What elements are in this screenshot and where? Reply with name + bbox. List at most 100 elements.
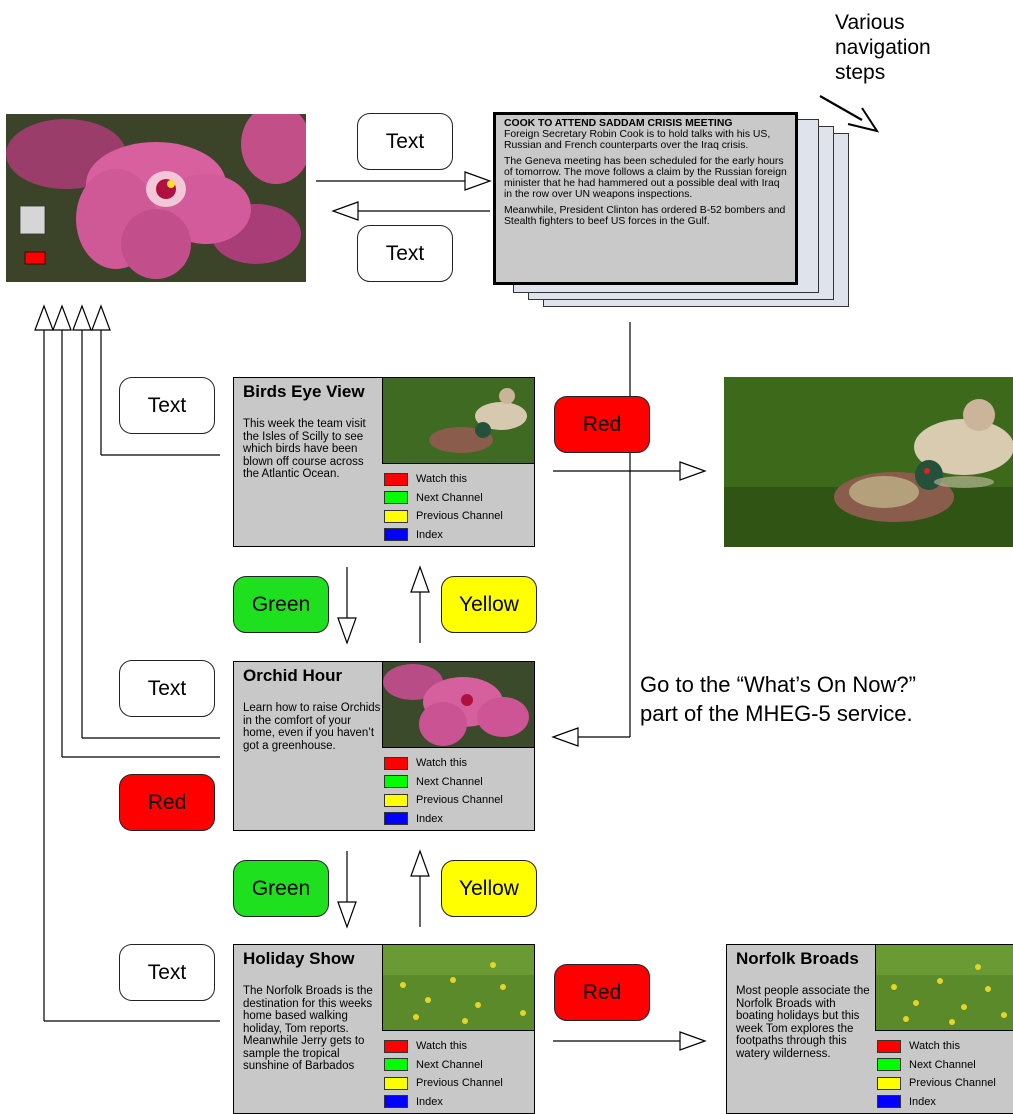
- panel-title: Holiday Show: [243, 949, 355, 968]
- blue-swatch-icon: [384, 1095, 408, 1109]
- menu-label: Next Channel: [909, 1058, 976, 1071]
- yellow-key[interactable]: Yellow: [441, 860, 537, 917]
- menu: Watch this Next Channel Previous Channel…: [384, 754, 503, 828]
- menu-label: Index: [909, 1095, 936, 1108]
- menu-label: Watch this: [416, 1040, 467, 1053]
- menu-label: Previous Channel: [416, 510, 503, 523]
- red-swatch-icon: [384, 1039, 408, 1053]
- note-line: navigation: [835, 36, 931, 59]
- menu: Watch this Next Channel Previous Channel…: [384, 470, 503, 544]
- red-swatch-icon: [877, 1039, 901, 1053]
- blue-swatch-icon: [384, 528, 408, 542]
- text-key-label: Text: [147, 676, 187, 700]
- red-key[interactable]: Red: [554, 964, 650, 1021]
- menu-item-previous-channel[interactable]: Previous Channel: [877, 1074, 996, 1093]
- duck-photo: [724, 377, 1013, 547]
- yellow-swatch-icon: [384, 509, 408, 523]
- red-key-label: Red: [147, 790, 187, 814]
- panel-holiday-show: Holiday Show The Norfolk Broads is the d…: [233, 944, 535, 1114]
- menu-label: Watch this: [416, 473, 467, 486]
- menu-item-watch[interactable]: Watch this: [384, 754, 503, 773]
- menu-label: Previous Channel: [416, 1077, 503, 1090]
- red-key[interactable]: Red: [554, 396, 650, 453]
- menu-item-index[interactable]: Index: [384, 810, 503, 829]
- yellow-swatch-icon: [877, 1076, 901, 1090]
- panel-description: Learn how to raise Orchids in the comfor…: [243, 702, 381, 752]
- menu: Watch this Next Channel Previous Channel…: [877, 1037, 996, 1111]
- red-key-label: Red: [582, 980, 622, 1004]
- menu-label: Previous Channel: [909, 1077, 996, 1090]
- menu-item-next-channel[interactable]: Next Channel: [384, 1056, 503, 1075]
- text-key[interactable]: Text: [357, 225, 453, 282]
- yellow-key[interactable]: Yellow: [441, 576, 537, 633]
- menu-label: Index: [416, 1095, 443, 1108]
- green-swatch-icon: [384, 1058, 408, 1072]
- menu-item-previous-channel[interactable]: Previous Channel: [384, 791, 503, 810]
- menu: Watch this Next Channel Previous Channel…: [384, 1037, 503, 1111]
- yellow-key-label: Yellow: [459, 592, 519, 616]
- menu-item-next-channel[interactable]: Next Channel: [877, 1056, 996, 1075]
- note-line: steps: [835, 61, 886, 84]
- panel-birds-eye-view: Birds Eye View This week the team visit …: [233, 377, 535, 547]
- menu-label: Watch this: [909, 1040, 960, 1053]
- green-key[interactable]: Green: [233, 576, 329, 633]
- red-key[interactable]: Red: [119, 774, 215, 831]
- menu-label: Next Channel: [416, 775, 483, 788]
- duck-thumbnail: [382, 378, 534, 464]
- text-page-headline: COOK TO ATTEND SADDAM CRISIS MEETING: [504, 118, 733, 129]
- menu-item-index[interactable]: Index: [384, 526, 503, 545]
- meadow-thumbnail: [875, 945, 1013, 1031]
- red-key-label: Red: [582, 412, 622, 436]
- text-key-label: Text: [147, 960, 187, 984]
- menu-label: Index: [416, 528, 443, 541]
- menu-item-next-channel[interactable]: Next Channel: [384, 489, 503, 508]
- orchid-photo: [6, 114, 306, 282]
- panel-title: Orchid Hour: [243, 666, 343, 685]
- blue-swatch-icon: [384, 812, 408, 826]
- green-key-label: Green: [251, 876, 311, 900]
- note-line: part of the MHEG-5 service.: [640, 701, 913, 726]
- green-swatch-icon: [384, 775, 408, 789]
- menu-item-watch[interactable]: Watch this: [384, 1037, 503, 1056]
- blue-swatch-icon: [877, 1095, 901, 1109]
- text-page-paragraph: Foreign Secretary Robin Cook is to hold …: [504, 129, 771, 151]
- menu-item-watch[interactable]: Watch this: [877, 1037, 996, 1056]
- text-key-label: Text: [147, 393, 187, 417]
- note-navigation-steps: Various navigation steps: [835, 10, 931, 85]
- menu-label: Index: [416, 812, 443, 825]
- orchid-thumbnail: [382, 662, 534, 748]
- text-key[interactable]: Text: [119, 660, 215, 717]
- panel-description: The Norfolk Broads is the destination fo…: [243, 985, 373, 1072]
- text-page-paragraph: The Geneva meeting has been scheduled fo…: [504, 156, 787, 200]
- text-key[interactable]: Text: [357, 113, 453, 170]
- panel-orchid-hour: Orchid Hour Learn how to raise Orchids i…: [233, 661, 535, 831]
- menu-item-index[interactable]: Index: [384, 1093, 503, 1112]
- menu-label: Next Channel: [416, 491, 483, 504]
- menu-item-previous-channel[interactable]: Previous Channel: [384, 507, 503, 526]
- menu-item-index[interactable]: Index: [877, 1093, 996, 1112]
- red-swatch-icon: [384, 472, 408, 486]
- menu-label: Next Channel: [416, 1058, 483, 1071]
- panel-title: Birds Eye View: [243, 382, 365, 401]
- menu-item-next-channel[interactable]: Next Channel: [384, 773, 503, 792]
- yellow-key-label: Yellow: [459, 876, 519, 900]
- green-swatch-icon: [877, 1058, 901, 1072]
- text-page: COOK TO ATTEND SADDAM CRISIS MEETING For…: [493, 112, 798, 285]
- green-swatch-icon: [384, 491, 408, 505]
- green-key[interactable]: Green: [233, 860, 329, 917]
- panel-title: Norfolk Broads: [736, 949, 859, 968]
- text-key[interactable]: Text: [119, 944, 215, 1001]
- menu-label: Watch this: [416, 757, 467, 770]
- menu-label: Previous Channel: [416, 794, 503, 807]
- menu-item-previous-channel[interactable]: Previous Channel: [384, 1074, 503, 1093]
- text-page-paragraph: Meanwhile, President Clinton has ordered…: [504, 205, 786, 227]
- menu-item-watch[interactable]: Watch this: [384, 470, 503, 489]
- yellow-swatch-icon: [384, 1076, 408, 1090]
- panel-description: This week the team visit the Isles of Sc…: [243, 418, 366, 480]
- text-key-label: Text: [385, 129, 425, 153]
- note-line: Various: [835, 11, 905, 34]
- note-line: Go to the “What’s On Now?”: [640, 672, 916, 697]
- text-key[interactable]: Text: [119, 377, 215, 434]
